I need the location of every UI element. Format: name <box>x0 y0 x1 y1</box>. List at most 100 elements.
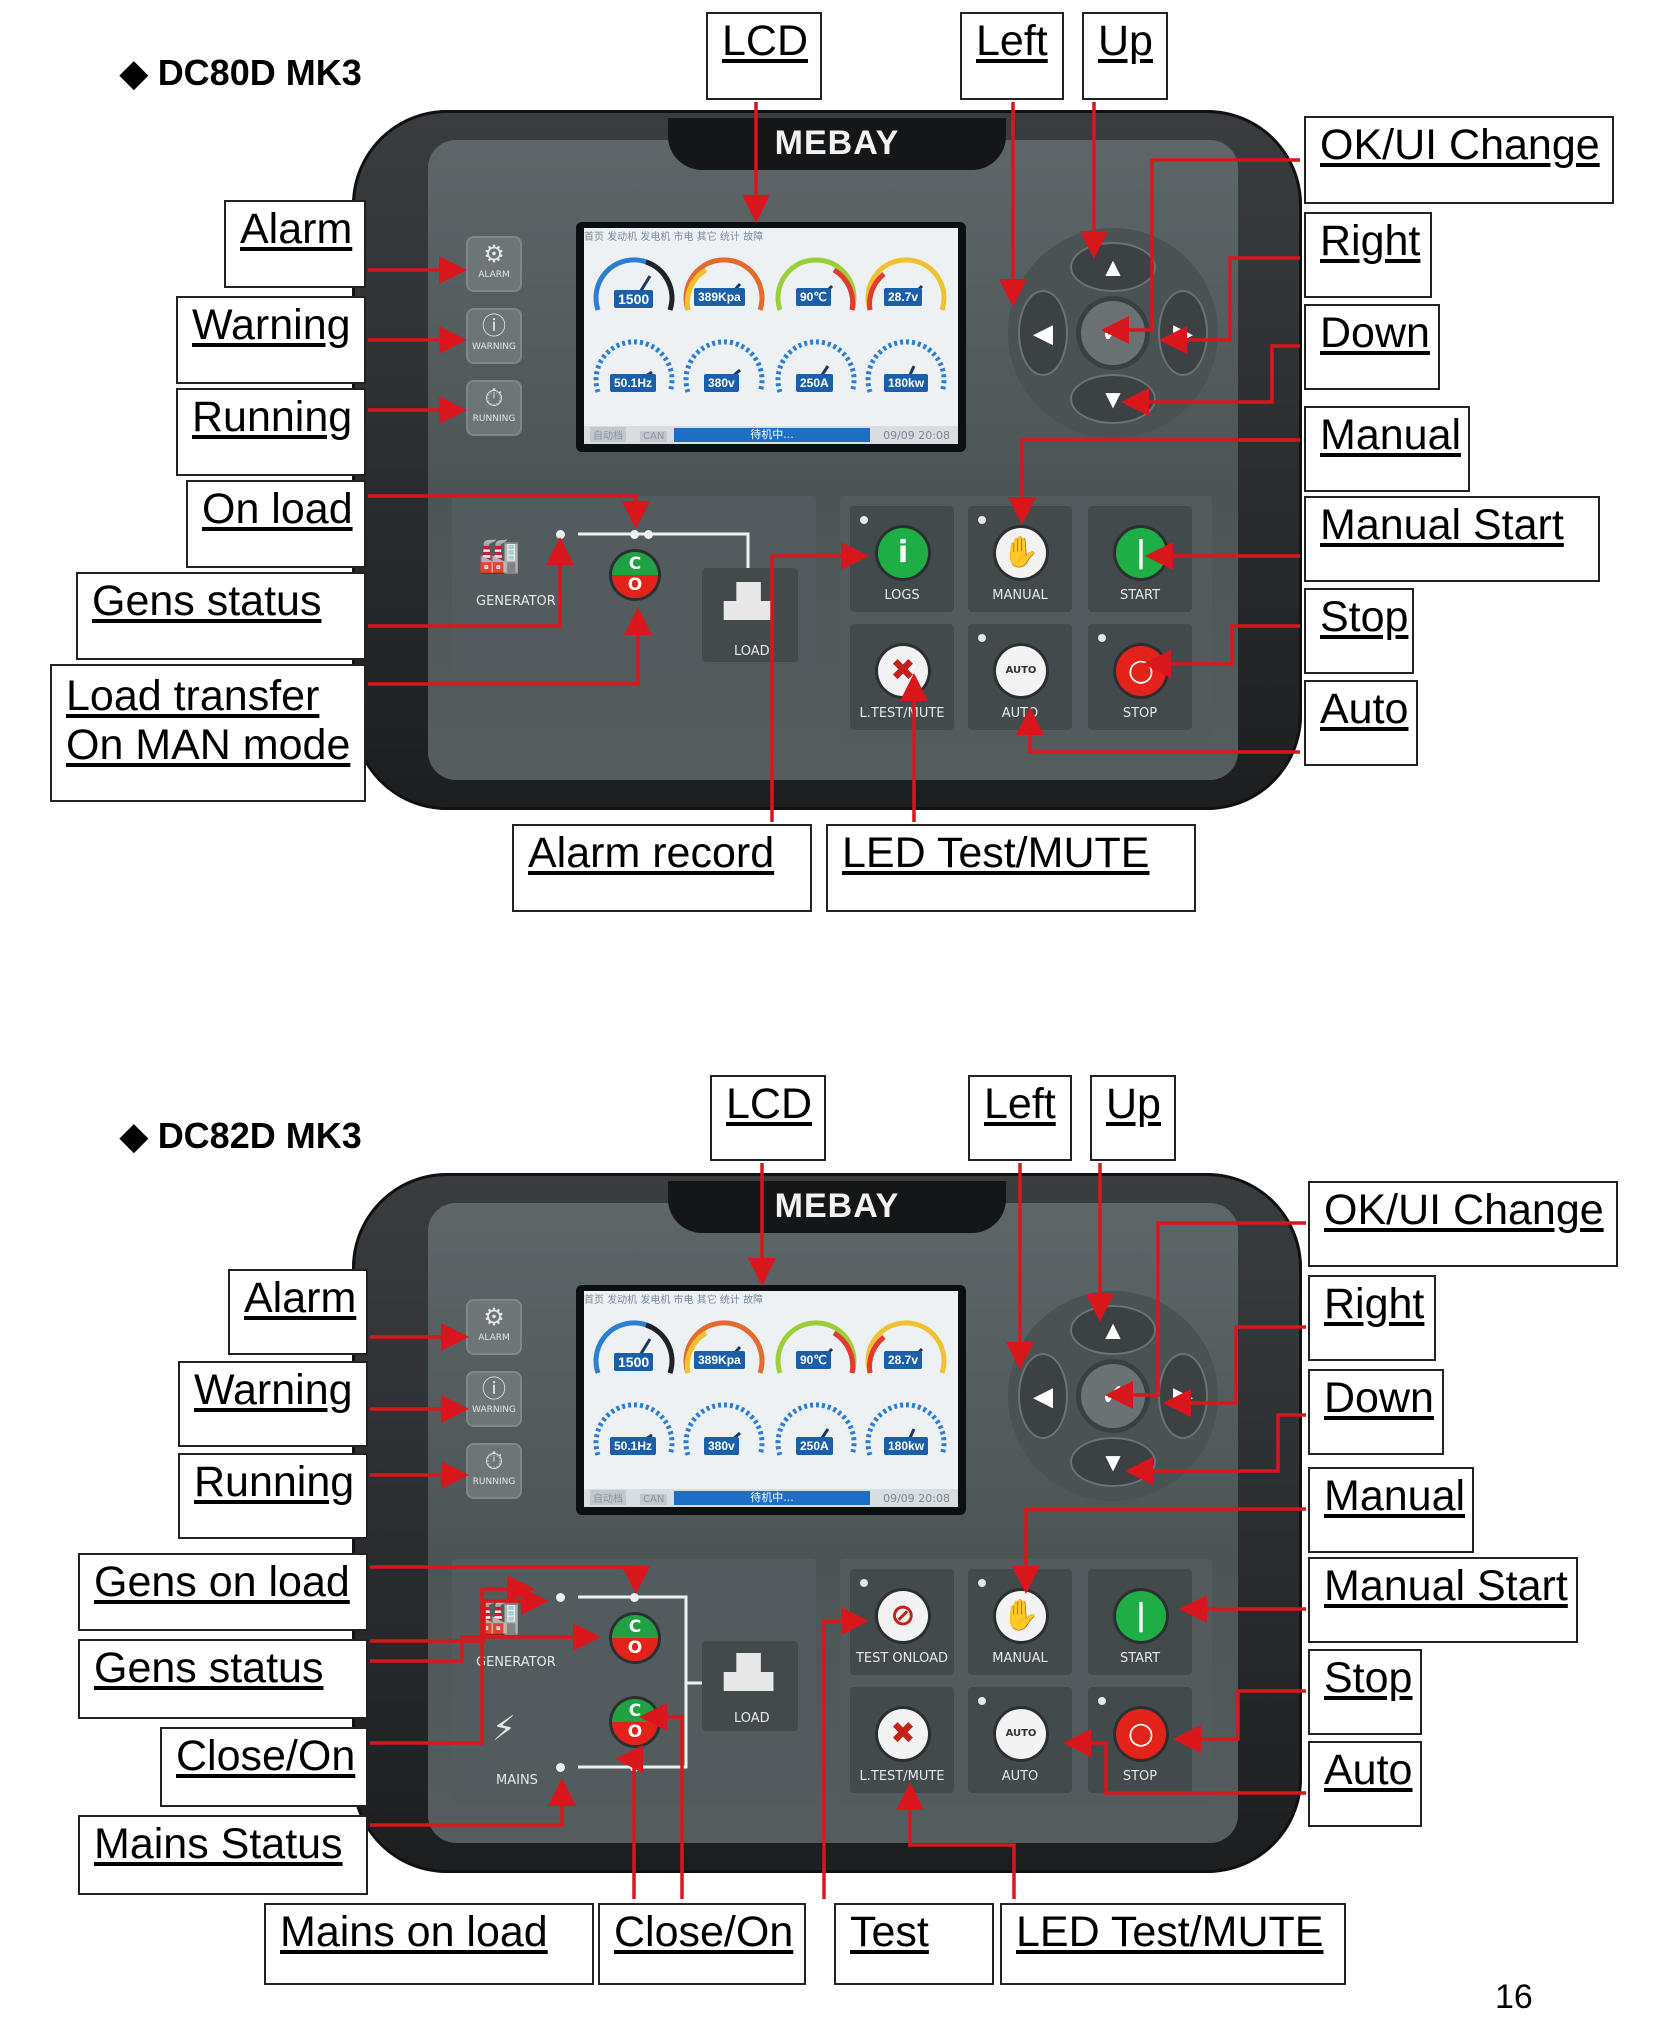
lcd-voltage: 380v <box>704 1437 739 1455</box>
lcd-status-bar: 自动档 CAN 待机中... 09/09 20:08 <box>584 1489 958 1507</box>
label-ok-ui-change: OK/UI Change <box>1308 1181 1618 1267</box>
lcd-current: 250A <box>796 374 833 392</box>
on-load-led-2 <box>644 530 653 539</box>
lcd-temperature: 90℃ <box>796 1351 831 1369</box>
running-indicator-label: RUNNING <box>466 1477 522 1487</box>
load-icon: ▟▙ <box>724 1653 773 1691</box>
logs-button[interactable]: i <box>878 528 928 578</box>
label-alarm: Alarm <box>228 1269 368 1355</box>
warning-indicator: ⓘWARNING <box>466 308 522 364</box>
alarm-indicator-label: ALARM <box>466 1333 522 1343</box>
mains-status-led <box>556 1763 565 1772</box>
lcd-power: 180kw <box>884 1437 928 1455</box>
left-button[interactable]: ◀ <box>1018 1353 1068 1439</box>
gauges <box>584 242 958 442</box>
warning-indicator-label: WARNING <box>466 1405 522 1415</box>
start-button-cell: | START <box>1088 506 1192 612</box>
mains-on-load-led <box>630 1763 639 1772</box>
start-button[interactable]: | <box>1116 528 1166 578</box>
logs-label: LOGS <box>850 588 954 603</box>
start-button[interactable]: | <box>1116 1591 1166 1641</box>
lcd-speed: 1500 <box>614 1353 653 1371</box>
label-load-transfer-line1: Load transfer <box>66 672 350 721</box>
stop-button-cell: ○STOP <box>1088 1687 1192 1793</box>
nav-pad: ▲ ▼ ◀ ▶ ✓ <box>1008 1291 1218 1501</box>
test-onload-button[interactable]: ⊘ <box>878 1591 928 1641</box>
label-right: Right <box>1308 1275 1436 1361</box>
load-label: LOAD <box>734 1711 770 1726</box>
lcd-voltage: 380v <box>704 374 739 392</box>
label-ok-ui-change: OK/UI Change <box>1304 116 1614 204</box>
lcd-oil-pressure: 389Kpa <box>694 1351 745 1369</box>
ok-button[interactable]: ✓ <box>1081 301 1145 365</box>
page-number: 16 <box>1495 1978 1533 2017</box>
auto-button[interactable]: AUTO <box>996 1709 1046 1759</box>
label-gens-status: Gens status <box>76 572 366 660</box>
running-icon: ⏱ <box>466 1447 522 1475</box>
panel-title-text: DC82D MK3 <box>158 1115 362 1156</box>
right-button[interactable]: ▶ <box>1158 290 1208 376</box>
lcd-frequency: 50.1Hz <box>610 374 656 392</box>
alarm-indicator: ⚙ALARM <box>466 236 522 292</box>
lcd-battery: 28.7v <box>884 1351 922 1369</box>
start-label: START <box>1088 588 1192 603</box>
label-manual: Manual <box>1304 406 1470 492</box>
label-load-transfer: Load transfer On MAN mode <box>50 664 366 802</box>
down-button[interactable]: ▼ <box>1070 1437 1156 1487</box>
lcd-status-text: 待机中... <box>674 428 870 442</box>
running-icon: ⏱ <box>466 384 522 412</box>
manual-button[interactable]: ✋ <box>996 528 1046 578</box>
stop-button[interactable]: ○ <box>1116 1709 1166 1759</box>
running-indicator-label: RUNNING <box>466 414 522 424</box>
lcd-bus: CAN <box>640 1494 667 1505</box>
lcd-battery: 28.7v <box>884 288 922 306</box>
mute-button[interactable]: ✖ <box>878 1709 928 1759</box>
button-area: ⊘TEST ONLOAD ✋MANUAL |START ✖L.TEST/MUTE… <box>840 1559 1212 1805</box>
up-button[interactable]: ▲ <box>1070 1305 1156 1355</box>
lcd-screen: 首页 发动机 发电机 市电 其它 统计 故障 <box>584 1291 958 1507</box>
label-left: Left <box>960 12 1064 100</box>
alarm-icon: ⚙ <box>466 1303 522 1331</box>
mute-button[interactable]: ✖ <box>878 646 928 696</box>
lcd-status-bar: 自动档 CAN 待机中... 09/09 20:08 <box>584 426 958 444</box>
mute-label: L.TEST/MUTE <box>850 706 954 721</box>
generator-icon: 🏭 <box>478 536 520 576</box>
label-warning: Warning <box>178 1361 368 1447</box>
label-auto: Auto <box>1304 680 1418 766</box>
label-warning: Warning <box>176 296 366 384</box>
down-button[interactable]: ▼ <box>1070 374 1156 424</box>
lcd-datetime: 09/09 20:08 <box>883 1492 950 1505</box>
stop-button[interactable]: ○ <box>1116 646 1166 696</box>
left-button[interactable]: ◀ <box>1018 290 1068 376</box>
lcd-status-text: 待机中... <box>674 1491 870 1505</box>
lcd-temperature: 90℃ <box>796 288 831 306</box>
label-lcd: LCD <box>706 12 822 100</box>
label-left: Left <box>968 1075 1072 1161</box>
generator-label: GENERATOR <box>476 594 556 609</box>
test-onload-button-cell: ⊘TEST ONLOAD <box>850 1569 954 1675</box>
lcd-oil-pressure: 389Kpa <box>694 288 745 306</box>
label-mains-status: Mains Status <box>78 1815 368 1895</box>
auto-button[interactable]: AUTO <box>996 646 1046 696</box>
alarm-indicator-label: ALARM <box>466 270 522 280</box>
right-button[interactable]: ▶ <box>1158 1353 1208 1439</box>
label-gens-on-load: Gens on load <box>78 1553 368 1631</box>
label-mains-on-load: Mains on load <box>264 1903 594 1985</box>
label-manual: Manual <box>1308 1467 1474 1553</box>
manual-button[interactable]: ✋ <box>996 1591 1046 1641</box>
auto-badge: AUTO <box>1006 665 1037 676</box>
manual-button-cell: ✋MANUAL <box>968 1569 1072 1675</box>
up-button[interactable]: ▲ <box>1070 242 1156 292</box>
label-right: Right <box>1304 212 1432 298</box>
running-indicator: ⏱ RUNNING <box>466 1443 522 1499</box>
lcd-mode: 自动档 <box>590 427 626 442</box>
ok-button[interactable]: ✓ <box>1081 1364 1145 1428</box>
label-led-test-mute: LED Test/MUTE <box>826 824 1196 912</box>
generator-label: GENERATOR <box>476 1655 556 1670</box>
lcd-bus: CAN <box>640 431 667 442</box>
label-close-on-left: Close/On <box>160 1727 368 1807</box>
